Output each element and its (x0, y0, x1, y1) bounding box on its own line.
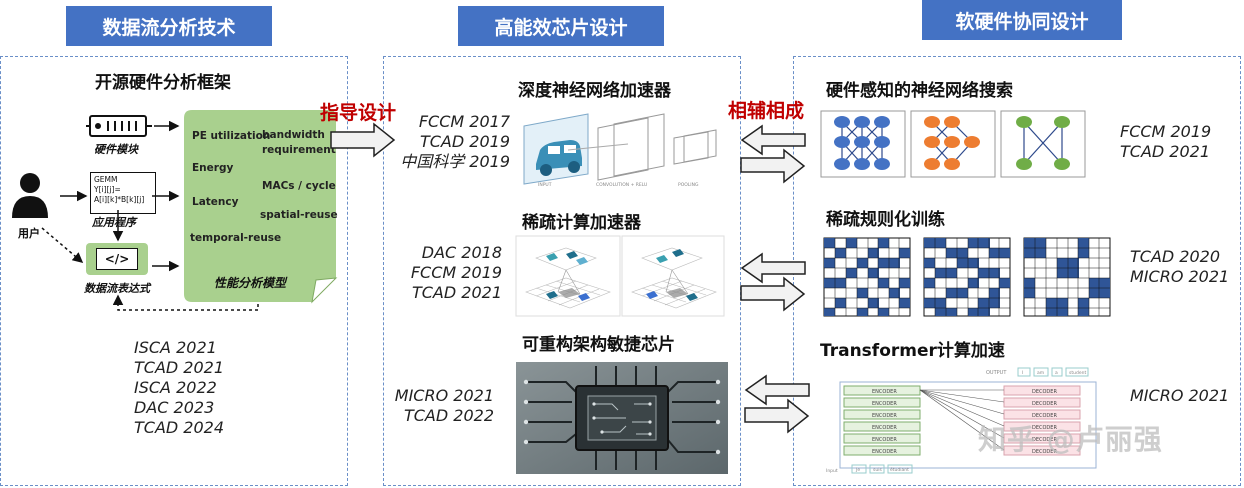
cnn-label: CONVOLUTION + RELU (596, 182, 647, 188)
perf-metric: bandwidth requirement (262, 129, 336, 156)
output-token: am (1037, 371, 1044, 376)
app-code-line: GEMM (94, 175, 118, 184)
output-token: student (1069, 370, 1086, 376)
header-left: 数据流分析技术 (66, 6, 272, 46)
citation: TCAD 2024 (134, 418, 225, 437)
dataflow-label: 数据流表达式 (84, 282, 150, 295)
perf-metric: temporal-reuse (190, 232, 282, 244)
hardware-chip-icon (86, 115, 152, 137)
citation: TCAD 2019 (419, 132, 510, 151)
citation: FCCM 2017 (418, 112, 510, 131)
perf-metric: Energy (192, 162, 234, 174)
citation: FCCM 2019 (410, 263, 502, 282)
right-section-title: Transformer计算加速 (820, 341, 1005, 361)
output-token: I (1022, 370, 1023, 376)
middle-citations-1: FCCM 2017 TCAD 2019 中国科学 2019 (400, 112, 510, 172)
citation: TCAD 2021 (1120, 142, 1211, 161)
output-token: a (1055, 371, 1058, 376)
user-icon (12, 173, 48, 218)
perf-model-document (184, 110, 338, 304)
input-token: suis (873, 467, 882, 473)
encoder-label: ENCODER (872, 449, 897, 455)
left-subtitle: 开源硬件分析框架 (95, 73, 231, 93)
sparse-matrix-1 (823, 237, 911, 317)
citation: MICRO 2021 (1130, 386, 1230, 405)
citation: ISCA 2021 (134, 338, 217, 357)
nas-networks-figure (820, 110, 1086, 178)
encoder-label: ENCODER (872, 401, 897, 407)
perf-metric: MACs / cycle (262, 180, 336, 192)
app-label: 应用程序 (92, 216, 136, 229)
right-section-title: 稀疏规则化训练 (826, 210, 945, 230)
citation: DAC 2018 (421, 243, 502, 262)
app-code-box: GEMM Y[i][j]= A[i][k]*B[k][j] (90, 172, 156, 214)
right-citations-1: FCCM 2019 TCAD 2021 (1120, 122, 1211, 162)
dataflow-code-icon: </> (96, 248, 138, 270)
cnn-label: POOLING (678, 182, 699, 188)
middle-panel (383, 56, 741, 486)
citation: DAC 2023 (134, 398, 215, 417)
encoder-label: ENCODER (872, 425, 897, 431)
left-panel (0, 56, 348, 486)
header-middle: 高能效芯片设计 (458, 6, 664, 46)
user-label: 用户 (18, 227, 40, 240)
transformer-output-label: OUTPUT (986, 370, 1007, 376)
reconfigurable-chip-figure (516, 362, 728, 474)
transformer-input-label: Input (826, 468, 838, 474)
middle-citations-2: DAC 2018 FCCM 2019 TCAD 2021 (411, 243, 502, 303)
left-citations: ISCA 2021 TCAD 2021 ISCA 2022 DAC 2023 T… (134, 338, 224, 438)
guide-design-label: 指导设计 (320, 102, 397, 124)
complement-label: 相辅相成 (728, 100, 805, 122)
perf-model-label: 性能分析模型 (214, 276, 287, 290)
decoder-label: DECODER (1032, 389, 1057, 395)
right-section-title: 硬件感知的神经网络搜索 (826, 81, 1013, 101)
middle-section-title: 深度神经网络加速器 (518, 81, 671, 101)
encoder-label: ENCODER (872, 413, 897, 419)
sparse-matrix-3 (1023, 237, 1111, 317)
bidirectional-arrows-3 (744, 374, 810, 434)
transformer-figure: OUTPUT I am a student ENCODER ENCODER EN… (826, 367, 1097, 474)
citation: TCAD 2021 (134, 358, 225, 377)
decoder-label: DECODER (1032, 425, 1057, 431)
citation: MICRO 2021 (394, 386, 494, 405)
citation: FCCM 2019 (1120, 122, 1212, 141)
app-code-line: A[i][k]*B[k][j] (94, 195, 145, 204)
input-token: étudiant (890, 466, 909, 473)
citation: ISCA 2022 (134, 378, 217, 397)
left-flow-arrows (41, 120, 259, 311)
middle-citations-3: MICRO 2021 TCAD 2022 (395, 386, 494, 426)
citation: 中国科学 2019 (400, 152, 510, 171)
middle-section-title: 可重构架构敏捷芯片 (522, 335, 675, 355)
right-citations-3: MICRO 2021 (1130, 386, 1229, 406)
citation: MICRO 2021 (1130, 267, 1230, 286)
cnn-figure: INPUT CONVOLUTION + RELU POOLING (523, 113, 717, 188)
citation: TCAD 2020 (1130, 247, 1221, 266)
input-token: Je (855, 467, 860, 473)
perf-metric: spatial-reuse (260, 209, 338, 221)
decoder-label: DECODER (1032, 413, 1057, 419)
decoder-label: DECODER (1032, 449, 1057, 455)
right-citations-2: TCAD 2020 MICRO 2021 (1130, 247, 1229, 287)
encoder-label: ENCODER (872, 389, 897, 395)
sparse-matrix-2 (923, 237, 1011, 317)
watermark: 知乎 @卢丽强 (978, 423, 1163, 456)
decoder-label: DECODER (1032, 437, 1057, 443)
app-code-line: Y[i][j]= (94, 185, 121, 194)
header-right: 软硬件协同设计 (922, 0, 1122, 40)
perf-metric: PE utilization (192, 130, 271, 142)
sparse-conv-figure (515, 235, 725, 317)
citation: TCAD 2022 (403, 406, 494, 425)
encoder-label: ENCODER (872, 437, 897, 443)
middle-section-title: 稀疏计算加速器 (522, 213, 641, 233)
perf-metric: Latency (192, 196, 239, 208)
hw-label: 硬件模块 (94, 143, 138, 156)
cnn-label: INPUT (538, 182, 552, 188)
guide-design-arrow (330, 122, 396, 158)
decoder-label: DECODER (1032, 401, 1057, 407)
bidirectional-arrows-1 (740, 124, 806, 184)
citation: TCAD 2021 (411, 283, 502, 302)
bidirectional-arrows-2 (740, 252, 806, 312)
